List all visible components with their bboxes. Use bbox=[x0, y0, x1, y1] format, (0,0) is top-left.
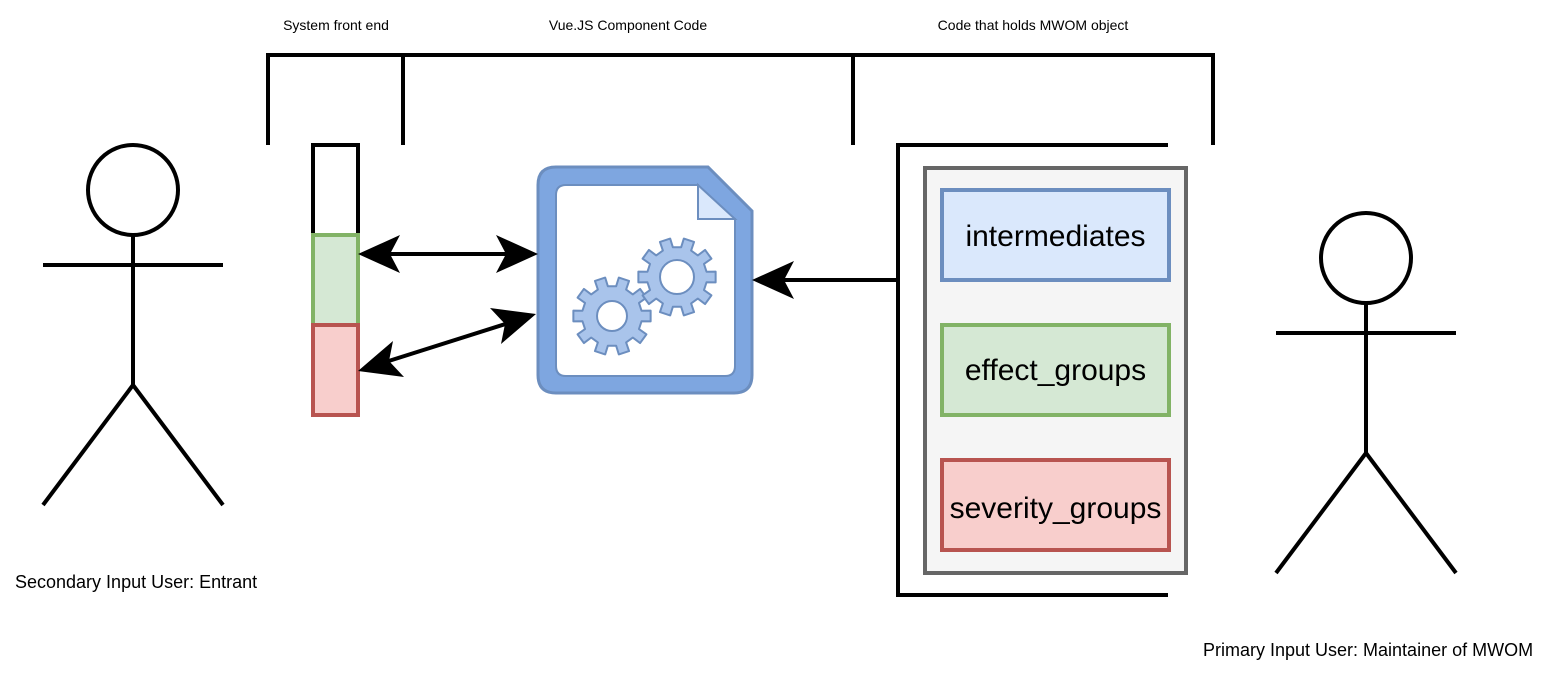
actor-left-leg bbox=[1274, 451, 1368, 575]
actor-head bbox=[1319, 211, 1413, 305]
front-end-green-cell bbox=[311, 233, 360, 327]
gear-icon bbox=[637, 237, 717, 317]
label-vue-component-code: Vue.JS Component Code bbox=[549, 17, 707, 33]
document-fold bbox=[697, 182, 738, 220]
actor-right-leg bbox=[1364, 451, 1458, 575]
arrow-mwom-to-vue bbox=[752, 261, 898, 299]
label-system-front-end: System front end bbox=[283, 17, 389, 33]
primary-actor-figure bbox=[1274, 211, 1458, 575]
intermediates-label: intermediates bbox=[965, 220, 1145, 253]
front-end-top-cell bbox=[311, 143, 360, 237]
effect-groups-box bbox=[940, 323, 1171, 417]
effect-groups-label: effect_groups bbox=[965, 354, 1146, 387]
top-bracket bbox=[266, 53, 1215, 145]
secondary-actor-label: Secondary Input User: Entrant bbox=[15, 572, 257, 592]
actor-right-leg bbox=[131, 383, 225, 507]
actor-head bbox=[86, 143, 180, 237]
vue-component-document bbox=[536, 165, 754, 395]
front-end-column bbox=[311, 143, 360, 417]
gear-icon bbox=[572, 276, 652, 356]
severity-groups-label: severity_groups bbox=[950, 492, 1162, 525]
arrow-frontend-green-to-vue bbox=[358, 235, 538, 273]
intermediates-box bbox=[940, 188, 1171, 282]
actor-left-leg bbox=[41, 383, 135, 507]
primary-actor-label: Primary Input User: Maintainer of MWOM bbox=[1203, 640, 1533, 660]
arrow-frontend-red-to-vue bbox=[358, 308, 536, 377]
secondary-actor-figure bbox=[41, 143, 225, 507]
mwom-bracket bbox=[896, 143, 1168, 597]
severity-groups-box bbox=[940, 458, 1171, 552]
front-end-red-cell bbox=[311, 323, 360, 417]
label-mwom-code: Code that holds MWOM object bbox=[938, 17, 1129, 33]
